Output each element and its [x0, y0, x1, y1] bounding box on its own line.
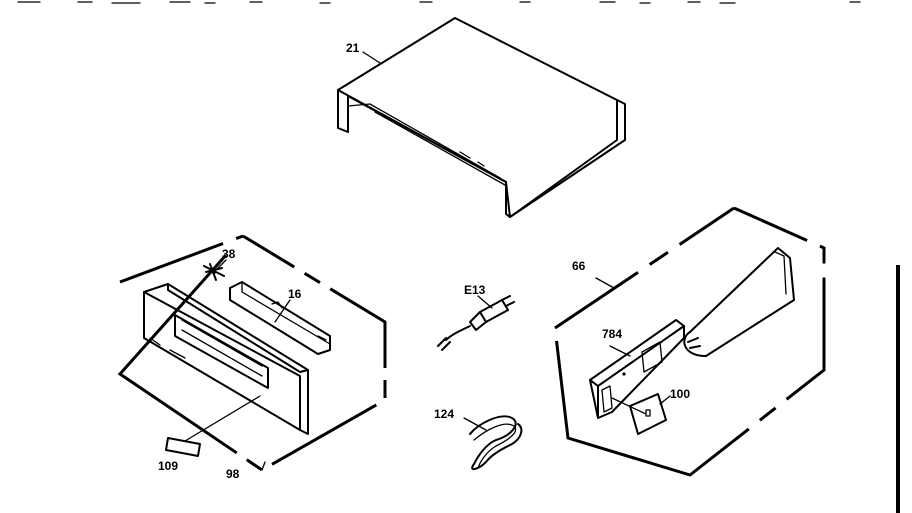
remote-group-66 — [553, 206, 826, 477]
front-panel-group-98 — [117, 234, 387, 472]
top-cover-21 — [337, 17, 626, 218]
label-784: 784 — [602, 327, 622, 341]
top-edge-marks — [17, 1, 861, 4]
label-21: 21 — [346, 41, 360, 55]
label-124: 124 — [434, 407, 454, 421]
label-66: 66 — [572, 259, 586, 273]
label-98: 98 — [226, 467, 240, 481]
power-cord-E13 — [437, 295, 515, 351]
label-E13: E13 — [464, 283, 486, 297]
page-edge-bar — [896, 265, 900, 513]
label-16: 16 — [288, 287, 302, 301]
label-38: 38 — [222, 247, 236, 261]
label-100: 100 — [670, 387, 690, 401]
cable-124 — [463, 415, 523, 470]
label-109: 109 — [158, 459, 178, 473]
part-labels: 21 38 16 109 98 E13 124 66 784 100 — [158, 41, 690, 481]
